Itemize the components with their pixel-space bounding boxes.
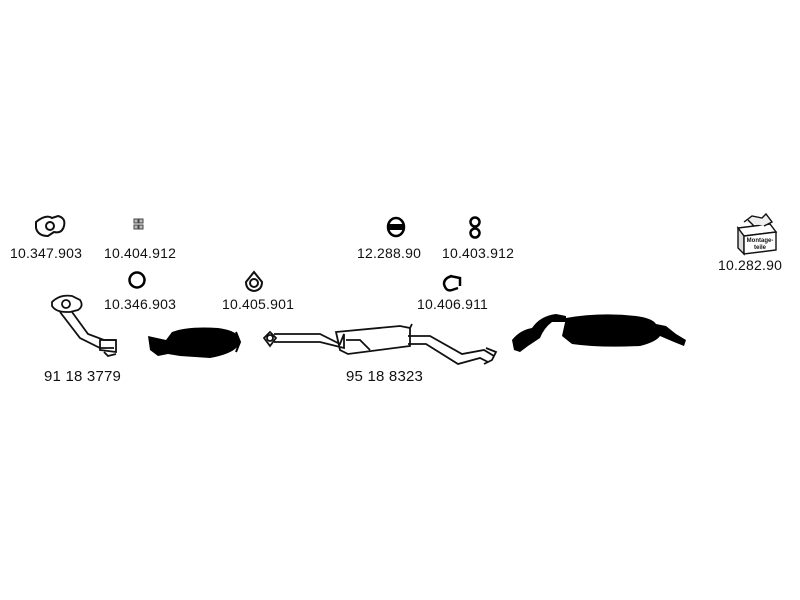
bolts-icon (133, 218, 144, 230)
flange-gasket-icon (35, 214, 66, 238)
rear-silencer-icon (512, 314, 686, 352)
montage-box-text-line2: teile (754, 245, 767, 251)
front-pipe-icon (51, 294, 117, 357)
part-label-montage-kit: 10.282.90 (718, 257, 783, 273)
triangle-gasket-icon (244, 270, 264, 293)
part-label-rubber-hanger-figure8: 10.403.912 (442, 245, 515, 261)
part-label-middle-silencer: 95 18 8323 (346, 368, 424, 385)
part-label-ring-gasket: 10.346.903 (104, 296, 177, 312)
montage-box-text-line1: Montage- (747, 238, 774, 244)
rubber-hanger-figure8-icon (469, 216, 481, 239)
part-label-front-pipe: 91 18 3779 (44, 368, 122, 385)
part-label-bolts: 10.404.912 (104, 245, 177, 261)
middle-silencer-icon (262, 323, 498, 365)
ring-gasket-icon (128, 271, 146, 289)
montage-kit-box-icon (736, 212, 778, 256)
clamp-icon (442, 274, 462, 292)
part-label-gasket-flange: 10.347.903 (10, 245, 83, 261)
catalytic-converter-icon (148, 327, 242, 358)
part-label-clamp: 10.406.911 (417, 296, 489, 312)
part-label-triangle-gasket: 10.405.901 (222, 296, 295, 312)
rubber-hanger-round-icon (386, 216, 406, 238)
part-label-rubber-hanger-round: 12.288.90 (357, 245, 422, 261)
